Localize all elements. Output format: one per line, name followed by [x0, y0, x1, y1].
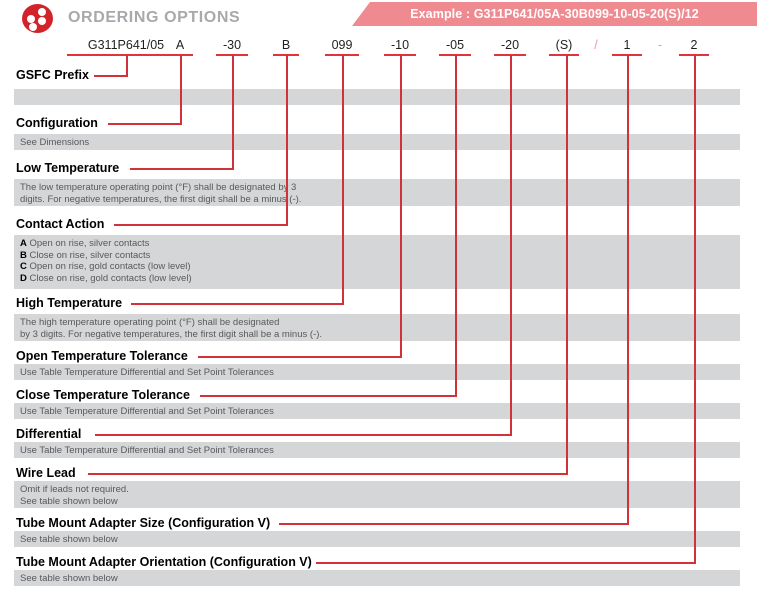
coded-option-item: C Open on rise, gold contacts (low level… [20, 261, 192, 273]
example-banner: Example : G311P641/05A-30B099-10-05-20(S… [352, 2, 757, 26]
option-description-bar: See Dimensions [14, 134, 740, 150]
logo-dot [27, 15, 35, 23]
option-description-bar: Use Table Temperature Differential and S… [14, 364, 740, 380]
part-number-segment: -05 [439, 38, 471, 56]
page-header: ORDERING OPTIONS Example : G311P641/05A-… [0, 0, 757, 36]
connector-line-vertical [180, 55, 182, 125]
connector-line-horizontal [88, 473, 566, 475]
segment-value: B [281, 38, 291, 52]
option-description-bar: See table shown below [14, 531, 740, 547]
option-code: A [20, 238, 27, 249]
connector-line-vertical [627, 55, 629, 525]
option-description-text: See table shown below [20, 573, 118, 584]
option-description-text: The low temperature operating point (°F)… [20, 182, 302, 205]
part-number-segment: -20 [494, 38, 526, 56]
connector-line-horizontal [279, 523, 627, 525]
connector-line-vertical [342, 55, 344, 305]
option-label: GSFC Prefix [16, 68, 89, 82]
connector-line-vertical [286, 55, 288, 226]
segment-value: (S) [555, 38, 573, 52]
part-number-segment: 2 [679, 38, 709, 56]
option-label: High Temperature [16, 296, 123, 310]
option-label: Open Temperature Tolerance [16, 349, 188, 363]
logo-dot [38, 8, 46, 16]
option-code-text: Close on rise, gold contacts (low level) [26, 272, 192, 284]
option-description-text: The high temperature operating point (°F… [20, 317, 323, 340]
option-description-bar: Use Table Temperature Differential and S… [14, 442, 740, 458]
part-number-segment: 099 [325, 38, 359, 56]
option-description-text: Omit if leads not required. See table sh… [20, 484, 129, 507]
option-description-bar: Use Table Temperature Differential and S… [14, 403, 740, 419]
option-description-text: Use Table Temperature Differential and S… [20, 406, 274, 417]
option-code: D [20, 272, 27, 284]
connector-line-vertical [510, 55, 512, 436]
part-number-segment: -30 [216, 38, 248, 56]
part-number-breakdown: G311P641/05 A -30 B 099 -10 -05 -20 (S) 1 2 / - [0, 38, 757, 62]
connector-line-horizontal [131, 303, 342, 305]
option-description-bar: The low temperature operating point (°F)… [14, 179, 740, 206]
connector-line-vertical [455, 55, 457, 397]
segment-value: 2 [690, 38, 698, 52]
option-code-text: Close on rise, silver contacts [26, 249, 151, 261]
option-label: Close Temperature Tolerance [16, 388, 190, 402]
connector-line-horizontal [114, 224, 286, 226]
option-description-text: Use Table Temperature Differential and S… [20, 367, 274, 378]
four-dot-circle-logo-icon [22, 4, 53, 33]
option-code-text: Open on rise, silver contacts [26, 238, 150, 249]
connector-line-horizontal [200, 395, 455, 397]
segment-value: 1 [623, 38, 631, 52]
coded-option-item: A Open on rise, silver contacts [20, 238, 192, 250]
part-number-separator: - [657, 38, 663, 52]
coded-option-item: D Close on rise, gold contacts (low leve… [20, 273, 192, 285]
connector-line-vertical [694, 55, 696, 564]
part-number-segment: 1 [612, 38, 642, 56]
option-description-bar: Omit if leads not required. See table sh… [14, 481, 740, 508]
segment-value: A [175, 38, 185, 52]
option-description-bar: The high temperature operating point (°F… [14, 314, 740, 341]
connector-line-horizontal [95, 434, 510, 436]
option-code: C [20, 261, 27, 272]
connector-line-vertical [232, 55, 234, 170]
option-label: Tube Mount Adapter Size (Configuration V… [16, 516, 271, 530]
segment-value: G311P641/05 [87, 38, 165, 52]
option-description-text: See table shown below [20, 534, 118, 545]
option-label: Tube Mount Adapter Orientation (Configur… [16, 555, 312, 569]
connector-line-vertical [126, 55, 128, 77]
part-number-segment: A [167, 38, 193, 56]
segment-value: -10 [390, 38, 410, 52]
segment-value: -20 [500, 38, 520, 52]
connector-line-horizontal [130, 168, 232, 170]
logo-dot [29, 23, 37, 31]
connector-line-vertical [566, 55, 568, 475]
connector-line-horizontal [108, 123, 180, 125]
part-number-segment: (S) [549, 38, 579, 56]
connector-line-vertical [400, 55, 402, 358]
part-number-segment: -10 [384, 38, 416, 56]
option-code: B [20, 249, 27, 261]
option-code-text: Open on rise, gold contacts (low level) [26, 261, 191, 272]
connector-line-horizontal [316, 562, 694, 564]
segment-underline [549, 54, 579, 56]
page-title: ORDERING OPTIONS [68, 9, 241, 26]
part-number-segment: B [273, 38, 299, 56]
option-description-bar [14, 89, 740, 105]
connector-line-horizontal [94, 75, 126, 77]
part-number-separator: / [594, 38, 598, 52]
option-label: Contact Action [16, 217, 105, 231]
logo-dot [38, 17, 46, 25]
option-label: Wire Lead [16, 466, 76, 480]
connector-line-horizontal [198, 356, 400, 358]
segment-value: -05 [445, 38, 465, 52]
segment-value: 099 [331, 38, 353, 52]
option-description-text: See Dimensions [20, 137, 90, 148]
option-description-text: Use Table Temperature Differential and S… [20, 445, 274, 456]
segment-value: -30 [222, 38, 242, 52]
option-label: Configuration [16, 116, 98, 130]
option-label: Low Temperature [16, 161, 120, 175]
option-description-bar: See table shown below [14, 570, 740, 586]
coded-option-item: B Close on rise, silver contacts [20, 250, 192, 262]
option-label: Differential [16, 427, 82, 441]
